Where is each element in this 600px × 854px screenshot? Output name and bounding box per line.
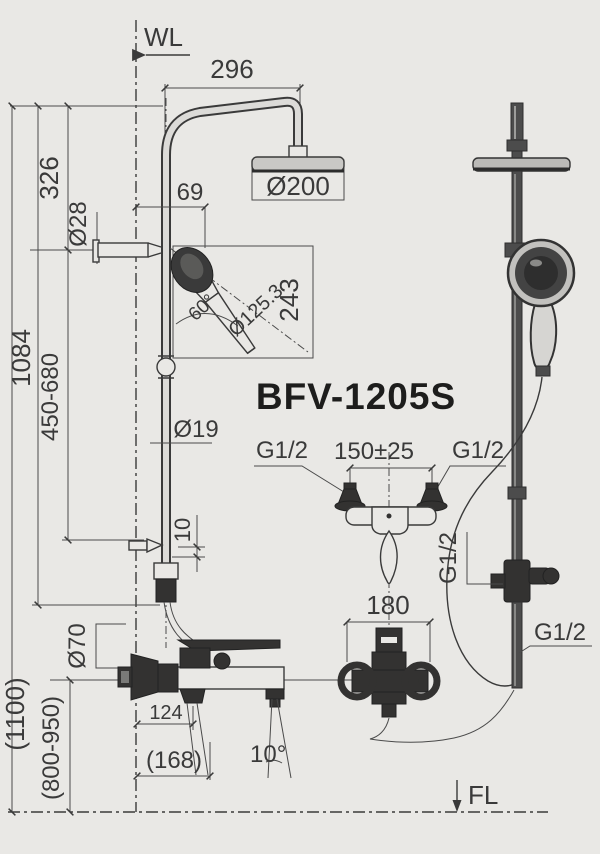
dim-mixer-height-range: (800-950) bbox=[38, 676, 74, 816]
column-connector bbox=[153, 562, 179, 580]
dim-flange-diameter-label: Ø70 bbox=[64, 623, 91, 668]
mixer-handle-front bbox=[379, 529, 398, 585]
dim-inlet-distance: 150±25 bbox=[334, 438, 436, 488]
dim-slide-range-label: 450-680 bbox=[37, 353, 64, 441]
inlet-left-label: G1/2 bbox=[256, 437, 308, 464]
dim-overhead-diameter-label: Ø200 bbox=[266, 171, 330, 201]
wall-line-label: WL bbox=[144, 22, 183, 52]
left-dimensions: (1100) 1084 326 450-680 (800-950) Ø28 Ø7… bbox=[0, 102, 355, 816]
dim-column-height-label: 1084 bbox=[6, 329, 36, 387]
mixer-wall-flange bbox=[130, 653, 159, 701]
dim-arm-height: 326 bbox=[34, 102, 72, 254]
dim-slide-range: 450-680 bbox=[37, 250, 72, 544]
dim-flange-diameter: Ø70 bbox=[64, 623, 126, 669]
shower-hose bbox=[446, 376, 543, 687]
dim-body-width: 180 bbox=[343, 590, 434, 662]
dim-hand-shower-length-label: 243 bbox=[274, 278, 304, 321]
dim-installation-height-label: (1100) bbox=[0, 677, 30, 750]
dim-installation-height: (1100) bbox=[0, 102, 30, 816]
dim-spout-angle-label: 10° bbox=[250, 741, 286, 768]
dim-bracket-offset-label: 10 bbox=[170, 518, 195, 542]
diverter-valve bbox=[490, 559, 560, 603]
inlet-right-label: G1/2 bbox=[452, 437, 504, 464]
mixer-top-view bbox=[337, 627, 515, 743]
dim-pipe-diameter: Ø19 bbox=[150, 416, 219, 444]
dim-inlet-distance-label: 150±25 bbox=[334, 438, 414, 465]
shower-column-side: G1/2 G1/2 bbox=[435, 102, 592, 689]
floor-line: FL bbox=[8, 780, 548, 813]
dim-pipe-diameter-label: Ø19 bbox=[173, 416, 218, 443]
dim-spout-reach-label: 124 bbox=[149, 702, 182, 724]
floor-line-label: FL bbox=[468, 780, 498, 810]
hand-shower-front: 60° Ø125.3 243 bbox=[169, 245, 314, 359]
dim-hand-shower-offset: 69 bbox=[132, 179, 209, 248]
dim-spout-reach: 124 bbox=[133, 702, 197, 730]
overhead-shower-front: Ø200 bbox=[251, 145, 345, 201]
dim-wall-arm-diameter: Ø28 bbox=[65, 201, 98, 264]
mixer-side-view: 10° 124 (168) bbox=[117, 639, 292, 780]
shower-head-stem bbox=[288, 145, 308, 159]
ball-joint bbox=[156, 357, 176, 377]
dim-arm-height-label: 326 bbox=[34, 156, 64, 199]
hand-shower-side bbox=[506, 238, 576, 377]
dim-column-height: 1084 bbox=[6, 102, 42, 609]
top-view-flange-left bbox=[337, 661, 377, 701]
product-code-title: BFV-1205S bbox=[256, 376, 456, 417]
dim-bracket-offset: 10 bbox=[170, 515, 205, 572]
hose-connection-label: G1/2 bbox=[534, 619, 586, 646]
dim-mixer-height-range-label: (800-950) bbox=[38, 696, 65, 800]
column-connection-label: G1/2 bbox=[435, 532, 462, 584]
mixer-spout bbox=[179, 688, 206, 704]
dim-body-width-label: 180 bbox=[366, 590, 409, 620]
column-connection-callout: G1/2 bbox=[435, 532, 503, 585]
mixer-front-view: G1/2 G1/2 150±25 bbox=[254, 437, 506, 642]
dim-hand-shower-offset-label: 69 bbox=[177, 179, 204, 206]
shower-head-disc bbox=[251, 156, 345, 172]
floor-arrow-icon bbox=[452, 800, 462, 812]
slider-bracket bbox=[128, 537, 164, 554]
dim-arm-reach-label: 296 bbox=[210, 54, 253, 84]
dim-spout-reach-overall: (168) bbox=[133, 742, 214, 780]
dim-spout-reach-overall-label: (168) bbox=[146, 747, 202, 774]
top-view-flange-right bbox=[401, 661, 441, 701]
shower-column-front bbox=[92, 96, 303, 653]
dim-wall-arm-diameter-label: Ø28 bbox=[65, 201, 92, 246]
wall-arm-pipe bbox=[97, 242, 149, 258]
hose-connection-callout: G1/2 bbox=[518, 619, 592, 654]
